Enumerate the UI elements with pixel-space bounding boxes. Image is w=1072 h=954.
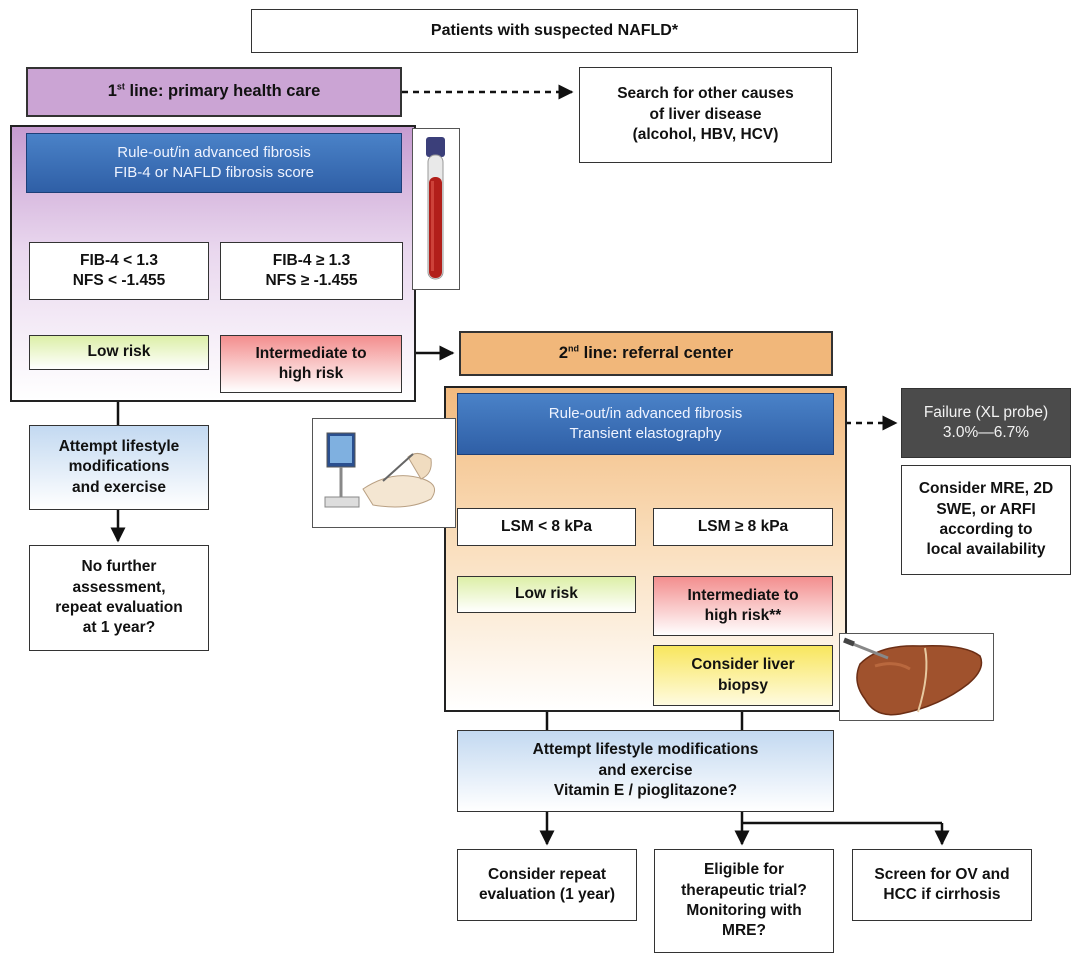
rule2-line-2: Transient elastography	[569, 425, 722, 442]
fib-high-line-1: FIB-4 ≥ 1.3	[272, 251, 351, 269]
lifestyle-box-1: Attempt lifestyle modifications and exer…	[29, 425, 209, 510]
inter-risk-1-line-1: Intermediate to	[255, 344, 367, 362]
lifestyle-1-line-3: and exercise	[72, 478, 166, 496]
eligible-line-2: therapeutic trial?	[681, 881, 807, 899]
lsm-low-box: LSM < 8 kPa	[457, 508, 636, 546]
first-line-header: 1st line: primary health care	[26, 67, 402, 117]
lsm-low-text: LSM < 8 kPa	[501, 517, 592, 535]
rule1-line-2: FIB-4 or NAFLD fibrosis score	[113, 164, 315, 181]
consider-mre-box: Consider MRE, 2D SWE, or ARFI according …	[901, 465, 1071, 575]
second-line-sup: nd	[568, 343, 580, 354]
low-risk-2-text: Low risk	[515, 585, 578, 603]
second-line-ordinal: 2	[558, 343, 569, 362]
low-risk-1-text: Low risk	[87, 343, 151, 361]
liver-biopsy-icon	[839, 633, 994, 721]
lsm-high-box: LSM ≥ 8 kPa	[653, 508, 833, 546]
no-further-line-2: assessment,	[72, 578, 166, 596]
inter-risk-2-line-1: Intermediate to	[687, 586, 799, 604]
eligible-line-3: Monitoring with	[686, 902, 802, 919]
low-risk-box-2: Low risk	[457, 576, 636, 613]
lifestyle-1-line-1: Attempt lifestyle	[58, 437, 180, 455]
second-line-text: line: referral center	[583, 343, 734, 362]
title-text: Patients with suspected NAFLD*	[430, 22, 679, 40]
liver-biopsy-box: Consider liver biopsy	[653, 645, 833, 706]
fib-high-line-2: NFS ≥ -1.455	[265, 272, 358, 289]
consider-mre-line-1: Consider MRE, 2D	[918, 480, 1054, 498]
lifestyle-2-line-3: Vitamin E / pioglitazone?	[553, 782, 738, 800]
failure-box: Failure (XL probe) 3.0%—6.7%	[901, 388, 1071, 458]
fib4-low-box: FIB-4 < 1.3 NFS < -1.455	[29, 242, 209, 300]
repeat-eval-line-2: evaluation (1 year)	[478, 886, 616, 903]
inter-risk-2-line-2: high risk**	[704, 607, 782, 624]
biopsy-line-1: Consider liver	[691, 656, 795, 674]
repeat-eval-line-1: Consider repeat	[487, 865, 606, 883]
lifestyle-1-line-2: modifications	[68, 458, 170, 476]
lsm-high-text: LSM ≥ 8 kPa	[697, 517, 789, 535]
eligible-line-1: Eligible for	[703, 861, 785, 879]
elastography-device-icon	[312, 418, 456, 528]
no-further-line-4: at 1 year?	[82, 619, 156, 637]
first-line-sup: st	[116, 81, 125, 92]
title-box: Patients with suspected NAFLD*	[251, 9, 858, 53]
eligible-line-4: MRE?	[722, 922, 766, 940]
inter-risk-1-line-2: high risk	[278, 365, 344, 382]
rule-out-in-box-1: Rule-out/in advanced fibrosis FIB-4 or N…	[26, 133, 402, 193]
intermediate-risk-box-2: Intermediate to high risk**	[653, 576, 833, 636]
repeat-evaluation-box: Consider repeat evaluation (1 year)	[457, 849, 637, 921]
lifestyle-2-line-2: and exercise	[598, 761, 693, 779]
no-further-line-3: repeat evaluation	[55, 599, 183, 616]
rule-out-in-box-2: Rule-out/in advanced fibrosis Transient …	[457, 393, 834, 455]
intermediate-risk-box-1: Intermediate to high risk	[220, 335, 402, 393]
low-risk-box-1: Low risk	[29, 335, 209, 370]
consider-mre-line-4: local availability	[926, 541, 1046, 559]
consider-mre-line-3: according to	[939, 521, 1033, 538]
other-causes-line-3: (alcohol, HBV, HCV)	[632, 126, 779, 144]
lifestyle-box-2: Attempt lifestyle modifications and exer…	[457, 730, 834, 812]
other-causes-line-1: Search for other causes	[617, 85, 794, 103]
first-line-ordinal: 1	[107, 82, 117, 101]
failure-line-1: Failure (XL probe)	[923, 403, 1049, 421]
second-line-label: 2nd line: referral center	[559, 343, 733, 365]
fib4-high-box: FIB-4 ≥ 1.3 NFS ≥ -1.455	[220, 242, 403, 300]
eligible-trial-box: Eligible for therapeutic trial? Monitori…	[654, 849, 834, 953]
screen-line-1: Screen for OV and	[874, 865, 1010, 883]
other-causes-line-2: of liver disease	[649, 105, 762, 123]
second-line-header: 2nd line: referral center	[459, 331, 833, 376]
first-line-text: line: primary health care	[129, 82, 321, 101]
no-further-box: No further assessment, repeat evaluation…	[29, 545, 209, 651]
biopsy-line-2: biopsy	[718, 676, 768, 694]
fib-low-line-1: FIB-4 < 1.3	[80, 251, 158, 269]
screen-line-2: HCC if cirrhosis	[883, 886, 1001, 903]
blood-tube-icon	[412, 128, 460, 290]
other-causes-box: Search for other causes of liver disease…	[579, 67, 832, 163]
rule1-line-1: Rule-out/in advanced fibrosis	[117, 144, 311, 162]
rule2-line-1: Rule-out/in advanced fibrosis	[548, 405, 743, 423]
lifestyle-2-line-1: Attempt lifestyle modifications	[532, 741, 759, 759]
failure-line-2: 3.0%—6.7%	[942, 424, 1030, 441]
fib-low-line-2: NFS < -1.455	[72, 272, 166, 289]
first-line-label: 1st line: primary health care	[108, 81, 321, 103]
screen-ov-hcc-box: Screen for OV and HCC if cirrhosis	[852, 849, 1032, 921]
consider-mre-line-2: SWE, or ARFI	[936, 500, 1036, 518]
no-further-line-1: No further	[81, 558, 157, 576]
